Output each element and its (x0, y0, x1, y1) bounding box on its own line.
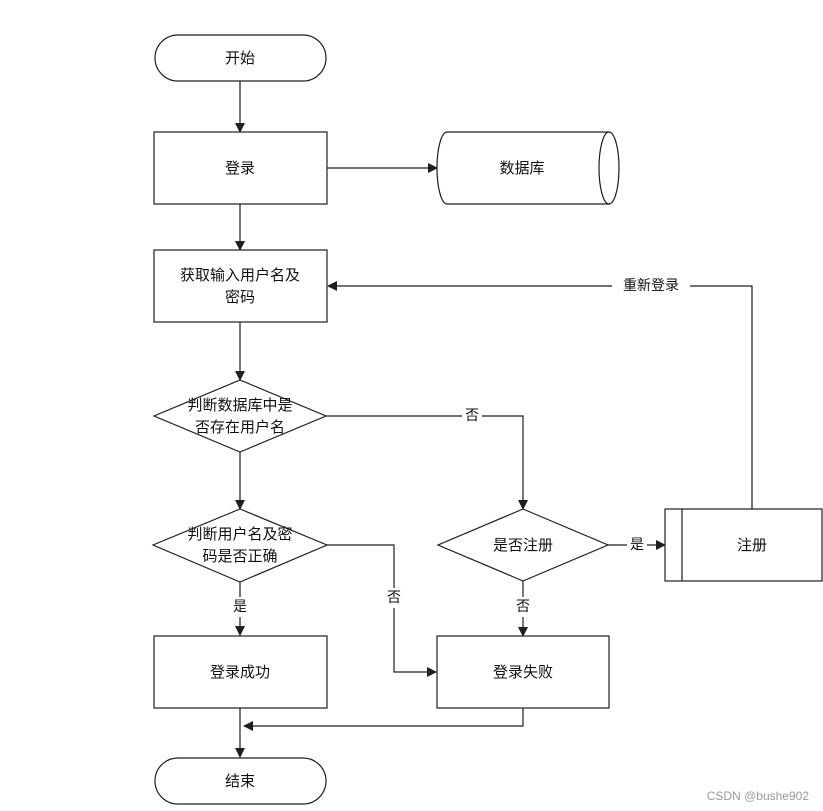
node-database: 数据库 (436, 131, 620, 205)
edge-label-user-not-exists: 否 (462, 406, 482, 426)
node-check-credentials-line2: 码是否正确 (202, 547, 277, 565)
node-end-label: 结束 (225, 772, 255, 790)
node-database-label: 数据库 (499, 159, 544, 177)
node-ask-register-label: 是否注册 (493, 536, 553, 554)
node-check-user-exists: 判断数据库中是 否存在用户名 (152, 379, 328, 453)
node-register: 注册 (664, 508, 823, 582)
edge-label-register-no-text: 否 (516, 599, 530, 615)
edge-label-credentials-ok: 是 (230, 597, 250, 617)
watermark: CSDN @bushe902 (706, 789, 809, 803)
edge-label-register-yes-text: 是 (630, 537, 644, 553)
edges (235, 81, 753, 758)
node-login-success-label: 登录成功 (210, 663, 270, 681)
edge-label-credentials-ok-text: 是 (233, 599, 247, 615)
node-login-label: 登录 (225, 159, 255, 177)
edge-user-not-exists-to-ask-register (326, 415, 528, 510)
node-login-success: 登录成功 (153, 635, 328, 709)
edge-label-credentials-wrong: 否 (384, 588, 404, 608)
node-login-fail: 登录失败 (436, 635, 610, 709)
edge-label-register-yes: 是 (627, 535, 647, 555)
node-check-credentials: 判断用户名及密 码是否正确 (151, 508, 329, 583)
edge-label-relogin-text: 重新登录 (623, 278, 679, 294)
node-get-credentials-line1: 获取输入用户名及 (180, 266, 300, 284)
node-login-fail-label: 登录失败 (493, 663, 553, 681)
edge-credentials-wrong-to-fail (327, 544, 437, 677)
edge-label-user-not-exists-text: 否 (465, 408, 479, 424)
node-get-credentials-line2: 密码 (225, 288, 255, 306)
node-ask-register: 是否注册 (436, 508, 610, 582)
edge-label-relogin: 重新登录 (612, 276, 690, 296)
node-start: 开始 (154, 34, 327, 82)
node-check-user-exists-line1: 判断数据库中是 (187, 396, 292, 414)
edge-label-register-no: 否 (513, 597, 533, 617)
edge-fail-to-end-path (243, 708, 524, 731)
node-end: 结束 (154, 757, 327, 805)
node-get-credentials: 获取输入用户名及 密码 (153, 249, 328, 323)
node-check-credentials-line1: 判断用户名及密 (187, 525, 292, 543)
node-start-label: 开始 (225, 49, 255, 67)
node-login: 登录 (153, 131, 328, 205)
node-check-user-exists-line2: 否存在用户名 (195, 418, 285, 436)
node-register-label: 注册 (737, 536, 767, 554)
edge-label-credentials-wrong-text: 否 (387, 590, 401, 606)
edge-register-to-get-credentials (327, 281, 753, 509)
